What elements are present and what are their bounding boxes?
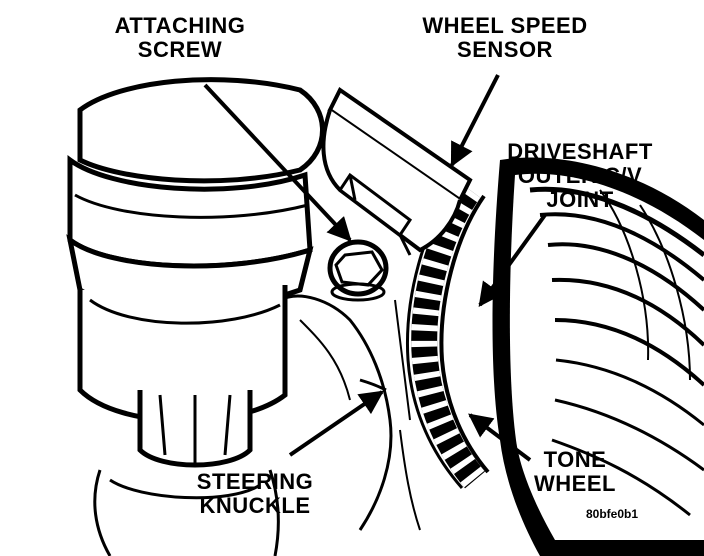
figure-code: 80bfe0b1 — [586, 507, 639, 521]
label-line: TONE — [543, 447, 607, 472]
label-tone-wheel: TONE WHEEL — [520, 448, 630, 496]
arrow-attaching-screw — [203, 83, 352, 242]
tone-wheel-drawing — [406, 182, 490, 489]
arrow-driveshaft-joint — [478, 213, 547, 307]
arrow-tone-wheel — [468, 413, 532, 462]
label-line: DRIVESHAFT — [507, 139, 653, 164]
label-line: ATTACHING — [114, 13, 246, 38]
label-line: OUTER C/V — [517, 163, 643, 188]
label-line: KNUCKLE — [199, 493, 311, 518]
label-line: JOINT — [546, 187, 614, 212]
attaching-screw-drawing — [327, 239, 389, 302]
label-line: WHEEL SPEED — [422, 13, 588, 38]
label-driveshaft-joint: DRIVESHAFT OUTER C/V JOINT — [495, 140, 665, 212]
label-line: STEERING — [196, 469, 314, 494]
label-attaching-screw: ATTACHING SCREW — [95, 14, 265, 62]
label-line: WHEEL — [534, 471, 616, 496]
label-line: SENSOR — [457, 37, 553, 62]
steering-knuckle-drawing — [279, 294, 421, 531]
socket-tool-drawing — [66, 77, 325, 556]
label-wheel-speed-sensor: WHEEL SPEED SENSOR — [405, 14, 605, 62]
arrow-steering-knuckle — [288, 390, 384, 457]
arrow-wheel-speed-sensor — [450, 74, 500, 168]
cv-joint-drawing — [492, 157, 704, 556]
label-line: SCREW — [137, 37, 223, 62]
leader-arrows — [203, 74, 547, 462]
label-steering-knuckle: STEERING KNUCKLE — [180, 470, 330, 518]
